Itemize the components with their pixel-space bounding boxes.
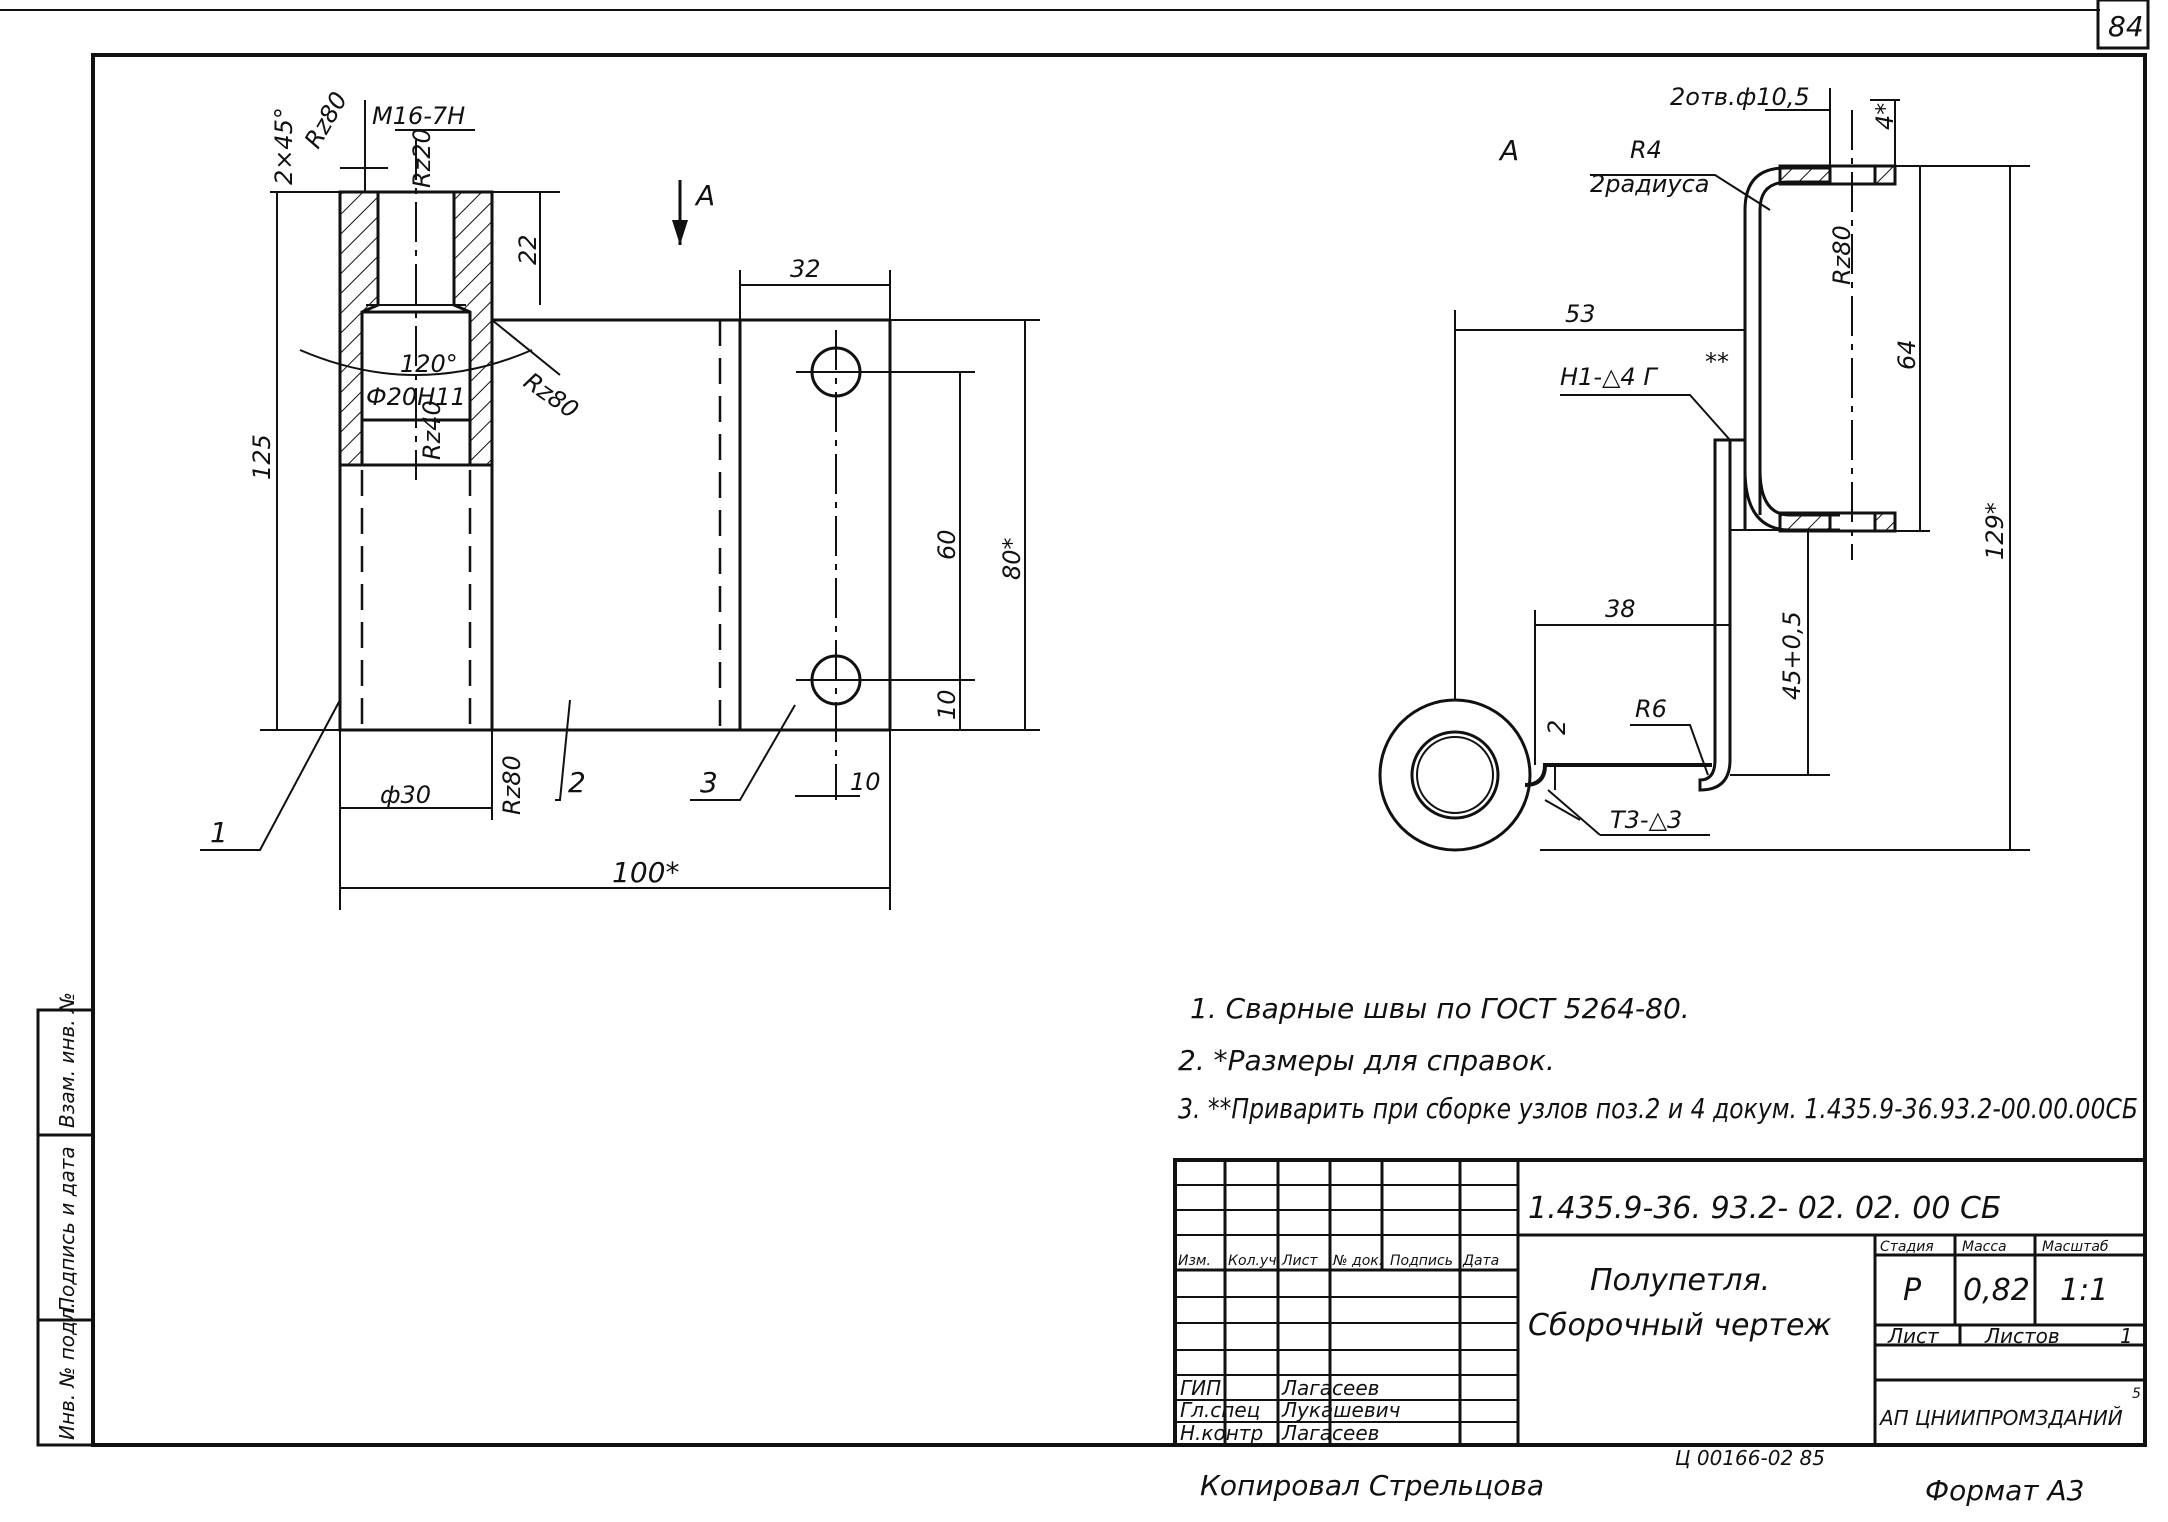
mass-value: 0,82 xyxy=(1963,1273,2030,1308)
sheets-label: Листов xyxy=(1984,1324,2060,1348)
col-header-date: Дата xyxy=(1462,1253,1499,1269)
dim-rz-top-left: Rz80 xyxy=(299,87,353,153)
side-stamp: Инв. № подл. Подпись и дата Взам. инв. № xyxy=(36,992,95,1447)
dim-4: 4* xyxy=(1871,103,1899,130)
dim-dia-30: ф30 xyxy=(380,781,431,809)
callout-2: 2 xyxy=(568,766,586,799)
dim-width-32: 32 xyxy=(790,255,821,283)
name-gip: Лагасеев xyxy=(1281,1376,1379,1400)
role-gip: ГИП xyxy=(1180,1376,1221,1400)
dim-depth-22: 22 xyxy=(514,234,542,265)
side-stamp-inv: Инв. № подл. xyxy=(55,1302,79,1440)
dim-radius-count: 2радиуса xyxy=(1590,170,1710,198)
title-line1: Полупетля. xyxy=(1590,1263,1770,1298)
dim-length-100: 100* xyxy=(612,856,679,889)
dim-rz-80: Rz80 xyxy=(1828,225,1856,285)
side-stamp-replace: Взам. инв. № xyxy=(55,992,79,1128)
side-stamp-sign: Подпись и дата xyxy=(55,1146,79,1312)
view-label: А xyxy=(1498,134,1519,167)
dim-thread: М16-7Н xyxy=(372,102,465,130)
dim-53: 53 xyxy=(1565,300,1596,328)
name-spec: Лукашевич xyxy=(1281,1398,1401,1422)
scale-label: Масштаб xyxy=(2042,1239,2109,1255)
weld-1: Н1-△4 Г xyxy=(1560,363,1658,391)
dim-edge-10-v: 10 xyxy=(933,689,961,720)
callout-3: 3 xyxy=(700,766,718,799)
stage-value: Р xyxy=(1903,1273,1922,1308)
title-block xyxy=(1173,1158,2147,1447)
col-header-kol: Кол.уч. xyxy=(1228,1253,1281,1269)
col-header-izm: Изм. xyxy=(1178,1253,1211,1269)
dim-38: 38 xyxy=(1605,595,1636,623)
organization: АП ЦНИИПРОМЗДАНИЙ xyxy=(1878,1406,2123,1430)
sheet-label: Лист xyxy=(1887,1324,1940,1348)
format-label: Формат А3 xyxy=(1925,1474,2084,1507)
copied-by: Копировал Стрельцова xyxy=(1200,1469,1544,1502)
order-number: Ц 00166-02 85 xyxy=(1675,1446,1825,1470)
dim-radius-r4: R4 xyxy=(1630,136,1662,164)
dim-height-80: 80* xyxy=(998,537,1026,580)
dim-129: 129* xyxy=(1981,502,2009,560)
dim-bore: Ф20Н11 xyxy=(366,383,466,411)
dim-angle: 120° xyxy=(400,350,458,378)
sheet-number: 84 xyxy=(2108,10,2144,43)
dim-64: 64 xyxy=(1893,339,1921,370)
dim-2: 2 xyxy=(1543,720,1571,735)
dim-hole-spacing: 60 xyxy=(933,529,961,560)
right-view xyxy=(1378,88,2030,852)
document-code: 1.435.9-36. 93.2- 02. 02. 00 СБ xyxy=(1528,1191,2001,1226)
note-3: 3. **Приварить при сборке узлов поз.2 и … xyxy=(1178,1092,2138,1125)
col-header-doc: № док. xyxy=(1332,1253,1383,1269)
role-spec: Гл.спец xyxy=(1180,1398,1260,1422)
stage-label: Стадия xyxy=(1880,1239,1934,1255)
role-control: Н.контр xyxy=(1180,1421,1263,1445)
col-header-sign: Подпись xyxy=(1390,1253,1453,1269)
callout-1: 1 xyxy=(210,816,228,849)
sheet-frame xyxy=(0,0,2150,1447)
view-arrow-label: А xyxy=(694,179,715,212)
dim-rz-bottom: Rz80 xyxy=(498,755,526,815)
dim-rz-top-inner: Rz20 xyxy=(408,128,436,188)
dim-chamfer: 2×45° xyxy=(270,107,298,185)
left-view xyxy=(200,100,1040,910)
weld-1-mark: ** xyxy=(1705,348,1729,376)
dim-45: 45+0,5 xyxy=(1778,611,1806,700)
dim-r6: R6 xyxy=(1635,695,1667,723)
title-line2: Сборочный чертеж xyxy=(1528,1308,1831,1343)
dim-rz-right: Rz80 xyxy=(519,367,584,424)
scale-value: 1:1 xyxy=(2060,1273,2108,1308)
col-header-list: Лист xyxy=(1281,1253,1318,1269)
note-1: 1. Сварные швы по ГОСТ 5264-80. xyxy=(1190,992,1690,1025)
name-control: Лагасеев xyxy=(1281,1421,1379,1445)
weld-2: Т3-△3 xyxy=(1610,806,1682,834)
dim-rz-inner-40: Rz40 xyxy=(418,400,446,460)
dim-holes: 2отв.ф10,5 xyxy=(1670,83,1810,111)
note-2: 2. *Размеры для справок. xyxy=(1178,1044,1555,1077)
mass-label: Масса xyxy=(1962,1239,2007,1255)
dim-height-125: 125 xyxy=(248,434,276,480)
dim-edge-10-h: 10 xyxy=(850,768,881,796)
sheets-count: 1 xyxy=(2120,1324,2133,1348)
org-suffix: 5 xyxy=(2132,1386,2141,1402)
